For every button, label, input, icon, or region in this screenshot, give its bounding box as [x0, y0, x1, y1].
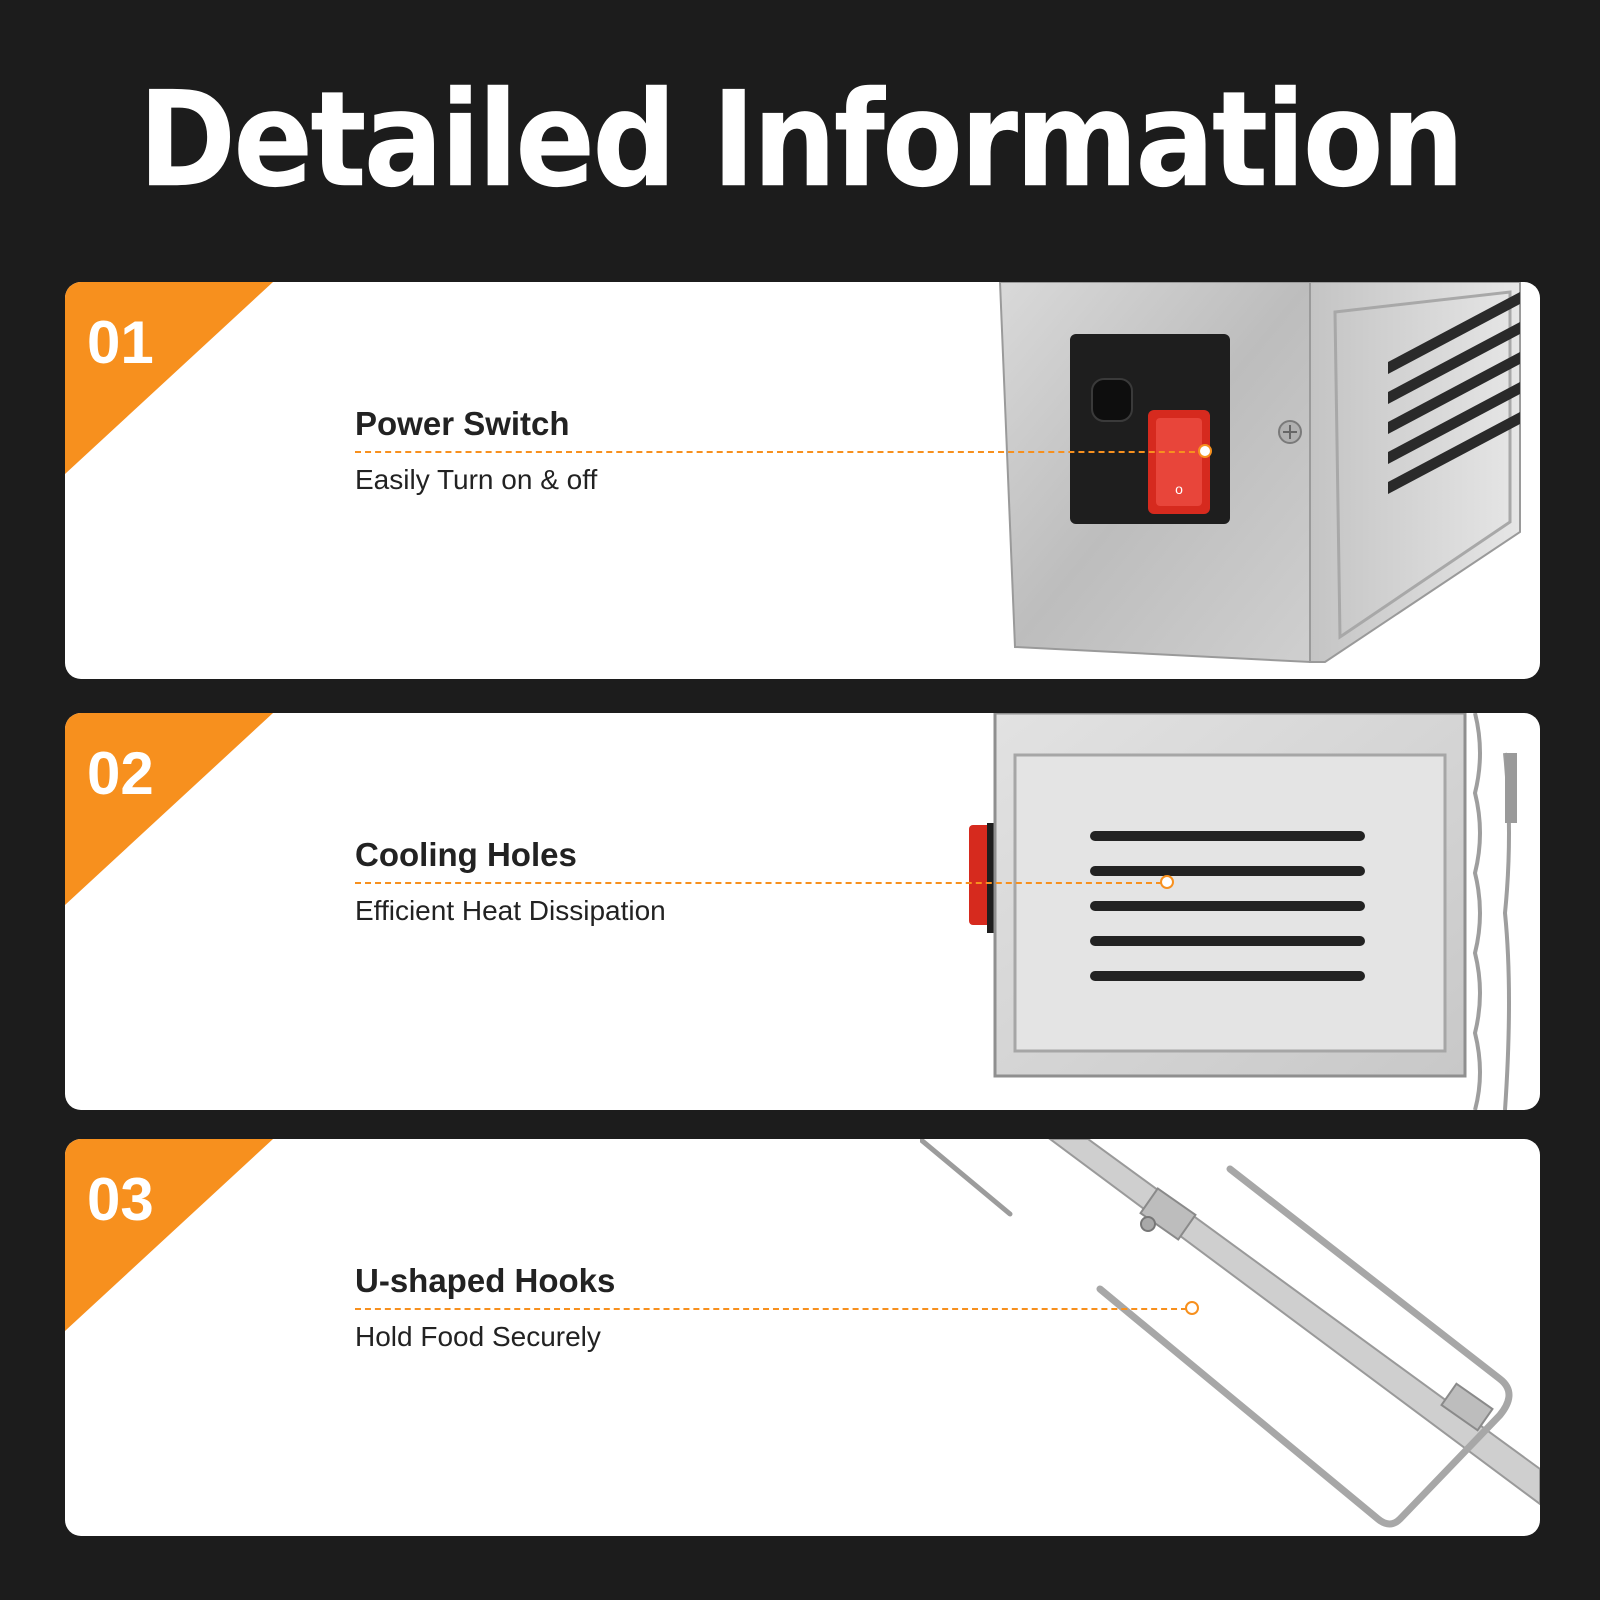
feature-number: 02: [87, 740, 154, 807]
feature-number: 03: [87, 1166, 154, 1233]
callout-dot: [1185, 1301, 1199, 1315]
callout-dot: [1198, 444, 1212, 458]
feature-number: 01: [87, 309, 154, 376]
leader-line: [355, 1308, 1187, 1310]
feature-card-cooling-holes: 02 Cooling Holes Efficient Heat Dissipat…: [65, 713, 1540, 1110]
callout-dot: [1160, 875, 1174, 889]
feature-title: U-shaped Hooks: [355, 1262, 616, 1299]
feature-title: Cooling Holes: [355, 836, 577, 873]
feature-card-u-shaped-hooks: 03 U-shaped Hooks Hold Food Securely: [65, 1139, 1540, 1536]
u-shaped-hooks-photo: [920, 1139, 1540, 1536]
leader-line: [355, 882, 1162, 884]
svg-text:o: o: [1175, 481, 1183, 497]
feature-subtitle: Easily Turn on & off: [355, 464, 598, 495]
power-switch-photo: o: [980, 282, 1540, 679]
page-title: Detailed Information: [138, 62, 1465, 217]
feature-subtitle: Efficient Heat Dissipation: [355, 895, 666, 926]
cooling-holes-photo: [965, 713, 1540, 1110]
feature-card-power-switch: 01 Power Switch Easily Turn on & off: [65, 282, 1540, 679]
feature-title: Power Switch: [355, 405, 570, 442]
leader-line: [355, 451, 1205, 453]
feature-subtitle: Hold Food Securely: [355, 1321, 601, 1352]
